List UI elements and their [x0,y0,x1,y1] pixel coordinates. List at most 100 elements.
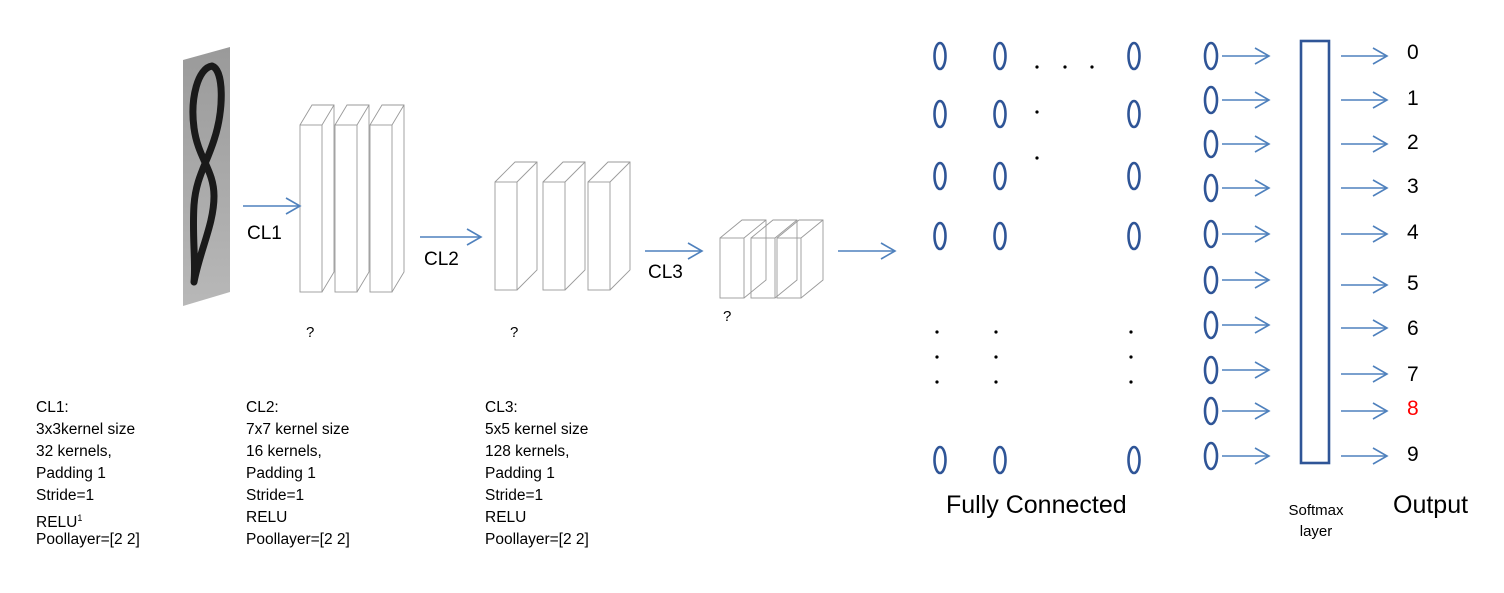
arrow-to-fully-connected-head [880,242,897,260]
last-layer-node-4 [1203,219,1219,249]
fc-node-col1-row2 [933,99,947,129]
cl3-label: CL3 [648,262,683,283]
arrow-to-cl2-head [466,228,483,246]
cl1-spec-title: CL1: [36,399,69,416]
cl1-unknown-mark: ? [306,324,315,341]
cl3-spec-kernel-size: 5x5 kernel size [485,421,589,438]
arrow-fc-to-softmax-5-head [1254,271,1271,289]
cl1-map-1-back [299,104,335,293]
cl1-spec-kernel-size: 3x3kernel size [36,421,136,438]
arrow-to-cl1-head [285,197,302,215]
last-layer-node-0 [1203,41,1219,71]
arrow-softmax-to-output-2-head [1372,135,1389,153]
cl2-map-1-back [494,161,538,291]
cl3-spec: CL3: 5x5 kernel size 128 kernels, Paddin… [485,397,589,551]
arrow-softmax-to-output-7-head [1372,365,1389,383]
ellipsis-dot-top-1 [1063,65,1067,69]
cl3-map-2-front [750,237,776,299]
output-class-7: 7 [1407,363,1419,386]
cl2-spec-kernels: 16 kernels, [246,443,322,460]
fc-node-col1-row3 [933,161,947,191]
softmax-label-line-1: Softmax [1288,502,1344,519]
arrow-fc-to-softmax-0-head [1254,47,1271,65]
ellipsis-dot-col3-2 [1129,355,1133,359]
ellipsis-dot-top-4 [1035,156,1039,160]
arrow-softmax-to-output-9-head [1372,447,1389,465]
last-layer-node-1 [1203,85,1219,115]
cl1-map-2-back [334,104,370,293]
cl1-map-3-edge [391,104,405,126]
cl3-unknown-mark: ? [723,308,732,325]
cl3-spec-padding: Padding 1 [485,465,555,482]
ellipsis-dot-col2-2 [994,355,998,359]
cl2-spec-pool: Poollayer=[2 2] [246,531,350,548]
cl2-map-3-edge [609,161,631,183]
cl1-label: CL1 [247,223,282,244]
output-class-2: 2 [1407,131,1419,154]
cl2-map-3-back [587,161,631,291]
arrow-softmax-to-output-5-head [1372,276,1389,294]
output-class-9: 9 [1407,443,1419,466]
ellipsis-dot-col2-1 [994,330,998,334]
softmax-label: Softmax layer [1284,500,1348,542]
cl3-spec-activation: RELU [485,509,527,526]
cl2-map-2-edge [564,161,586,183]
output-class-1: 1 [1407,87,1419,110]
cl2-spec-title: CL2: [246,399,279,416]
cl3-spec-title: CL3: [485,399,518,416]
fc-node-col2-row2 [993,99,1007,129]
arrow-to-cl3-head [687,242,704,260]
fc-node-col2-row5 [993,445,1007,475]
last-layer-node-8 [1203,396,1219,426]
cl2-map-2-front [542,181,566,291]
ellipsis-dot-col3-1 [1129,330,1133,334]
ellipsis-dot-col1-2 [935,355,939,359]
ellipsis-dot-col1-3 [935,380,939,384]
output-class-4: 4 [1407,221,1419,244]
cl2-map-3-front [587,181,611,291]
ellipsis-dot-top-3 [1035,110,1039,114]
cl3-map-3-front [776,237,802,299]
cl2-map-2-back [542,161,586,291]
arrow-fc-to-softmax-7-head [1254,361,1271,379]
last-layer-node-6 [1203,310,1219,340]
arrow-softmax-to-output-6-head [1372,319,1389,337]
cl1-spec-kernels: 32 kernels, [36,443,112,460]
flow-arrows [243,47,1389,465]
last-layer-node-3 [1203,173,1219,203]
fc-node-col1-row5 [933,445,947,475]
footnote-marker: 1 [77,513,83,523]
cl1-map-3-back [369,104,405,293]
cl2-spec-stride: Stride=1 [246,487,305,504]
cl3-spec-kernels: 128 kernels, [485,443,570,460]
cl1-spec: CL1: 3x3kernel size 32 kernels, Padding … [36,397,140,551]
fc-node-col3-row4 [1127,221,1141,251]
arrow-fc-to-softmax-1-head [1254,91,1271,109]
fc-node-col3-row3 [1127,161,1141,191]
cl2-spec: CL2: 7x7 kernel size 16 kernels, Padding… [246,397,350,551]
cl2-spec-activation: RELU [246,509,288,526]
cl3-map-1-edge [743,219,767,239]
output-class-5: 5 [1407,272,1419,295]
cl3-map-1-front [719,237,745,299]
fc-node-col1-row1 [933,41,947,71]
cl1-map-1-edge [321,104,335,126]
arrow-fc-to-softmax-2-head [1254,135,1271,153]
cl1-spec-pool: Poollayer=[2 2] [36,531,140,548]
cl1-spec-padding: Padding 1 [36,465,106,482]
cl1-map-2-edge [356,104,370,126]
fc-node-col2-row3 [993,161,1007,191]
arrow-softmax-to-output-0-head [1372,47,1389,65]
arrow-softmax-to-output-3-head [1372,179,1389,197]
last-layer-node-7 [1203,355,1219,385]
arrow-softmax-to-output-4-head [1372,225,1389,243]
fully-connected-title: Fully Connected [946,491,1127,519]
last-layer-node-2 [1203,129,1219,159]
fc-node-col1-row4 [933,221,947,251]
ellipsis-dot-col2-3 [994,380,998,384]
fc-node-col3-row5 [1127,445,1141,475]
cl3-map-3-edge [800,219,824,239]
output-class-6: 6 [1407,317,1419,340]
ellipsis-dots [935,65,1133,384]
